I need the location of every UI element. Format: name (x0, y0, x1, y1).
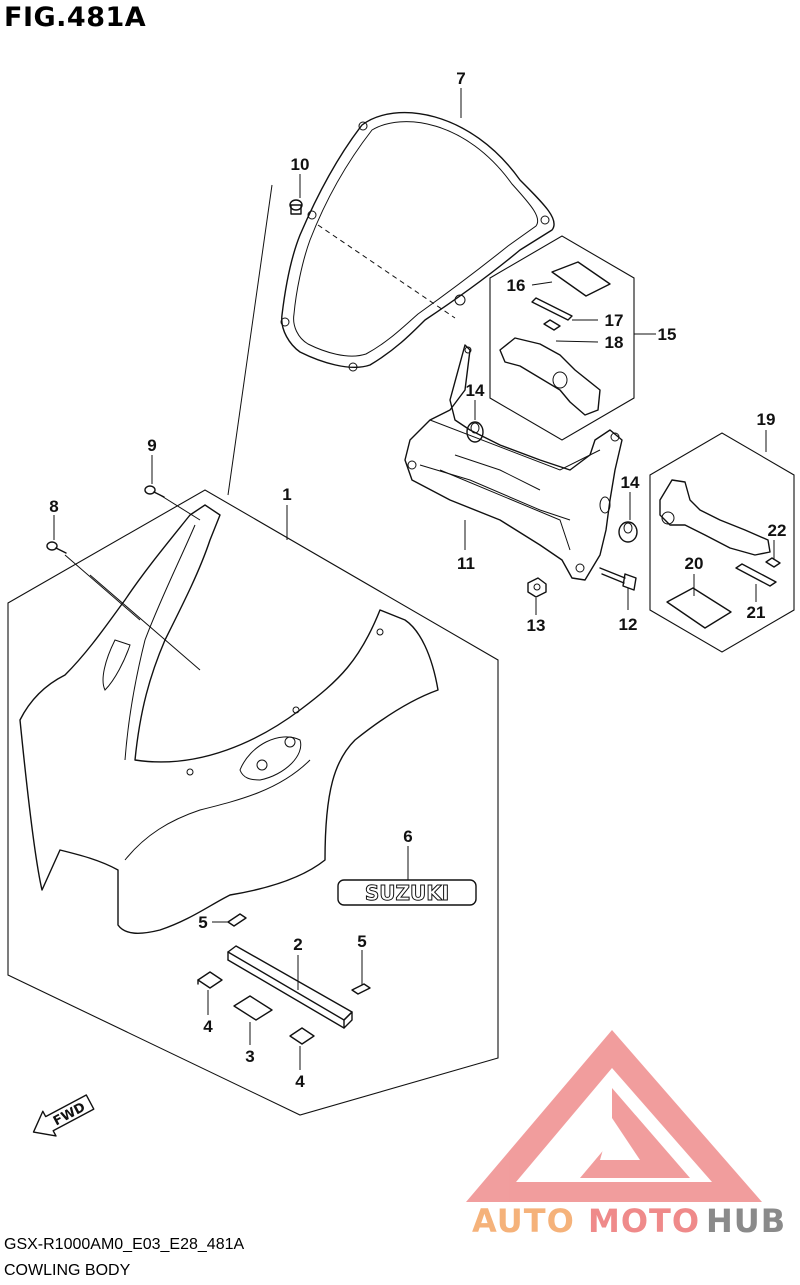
kit-box-part-19 (649, 432, 795, 653)
guide-line-screws-2 (159, 494, 201, 521)
callout-22: 22 (768, 521, 787, 540)
kit-box-part-15 (489, 235, 635, 441)
guide-line-cowl-1 (89, 574, 201, 671)
callout-1: 1 (282, 485, 291, 504)
screw-part-9 (144, 485, 165, 498)
seal-strip-part-2 (227, 945, 353, 1029)
callout-21: 21 (747, 603, 766, 622)
callout-16: 16 (507, 276, 526, 295)
watermark-word-moto: MOTO (588, 1202, 701, 1240)
callout-6: 6 (403, 827, 412, 846)
pad-part-5-b (351, 983, 371, 995)
pad-part-4-b (289, 1027, 315, 1045)
pad-part-20 (666, 587, 732, 629)
strip-part-17 (531, 297, 573, 321)
emblem-text: SUZUKI (365, 881, 449, 905)
emblem-part-6: SUZUKI (337, 879, 477, 906)
pad-part-3 (233, 995, 273, 1021)
pad-part-16 (551, 261, 611, 297)
nut-part-13 (527, 577, 547, 598)
fwd-arrow: FWD (32, 1094, 95, 1137)
callout-10: 10 (291, 155, 310, 174)
pad-part-4-a (197, 971, 223, 989)
callout-14-a: 14 (466, 381, 485, 400)
grommet-part-14-b (618, 521, 638, 543)
windscreen-dash-line (317, 224, 456, 319)
callout-20: 20 (685, 554, 704, 573)
callout-17: 17 (605, 311, 624, 330)
bolt-part-12 (599, 567, 637, 591)
callout-12: 12 (619, 615, 638, 634)
upper-cowling-box (7, 489, 499, 1116)
section-name-label: COWLING BODY (4, 1262, 131, 1279)
callout-18: 18 (605, 333, 624, 352)
callout-7: 7 (456, 69, 465, 88)
watermark-word-auto: AUTO (472, 1202, 575, 1240)
strip-part-22 (765, 557, 781, 568)
upper-cowling-part-1 (19, 504, 439, 934)
grommet-part-10 (289, 199, 303, 215)
callout-8: 8 (49, 497, 58, 516)
pad-part-5-a (227, 913, 247, 927)
bracket-part-19 (659, 479, 771, 556)
callout-13: 13 (527, 616, 546, 635)
guide-line-screws (64, 554, 141, 621)
screw-part-8 (46, 541, 67, 554)
callout-9: 9 (147, 436, 156, 455)
watermark-logo (466, 1030, 762, 1202)
bracket-part-15 (499, 337, 601, 416)
callout-11: 11 (457, 554, 475, 573)
strip-part-18 (543, 319, 561, 331)
strip-part-21 (735, 563, 777, 587)
leader-lines (53, 88, 775, 1070)
watermark-word-hub: HUB (706, 1202, 787, 1240)
callout-14-b: 14 (621, 473, 640, 492)
callout-19: 19 (757, 410, 776, 429)
callout-15: 15 (658, 325, 677, 344)
callout-2: 2 (293, 935, 302, 954)
callout-5-b: 5 (357, 932, 366, 951)
callout-4-b: 4 (295, 1072, 305, 1091)
guide-line-screen (227, 184, 273, 496)
stay-bracket-part-11 (404, 344, 623, 581)
callout-5-a: 5 (198, 913, 207, 932)
callout-4-a: 4 (203, 1017, 213, 1036)
callout-3: 3 (245, 1047, 254, 1066)
windscreen-part-7 (280, 111, 555, 372)
grommet-part-14-a (466, 421, 484, 443)
callout-numbers: 1 2 3 4 4 5 5 6 7 8 9 10 11 12 13 14 14 … (49, 69, 786, 1091)
figure-title: FIG.481A (4, 2, 147, 33)
model-code-label: GSX-R1000AM0_E03_E28_481A (4, 1236, 245, 1253)
